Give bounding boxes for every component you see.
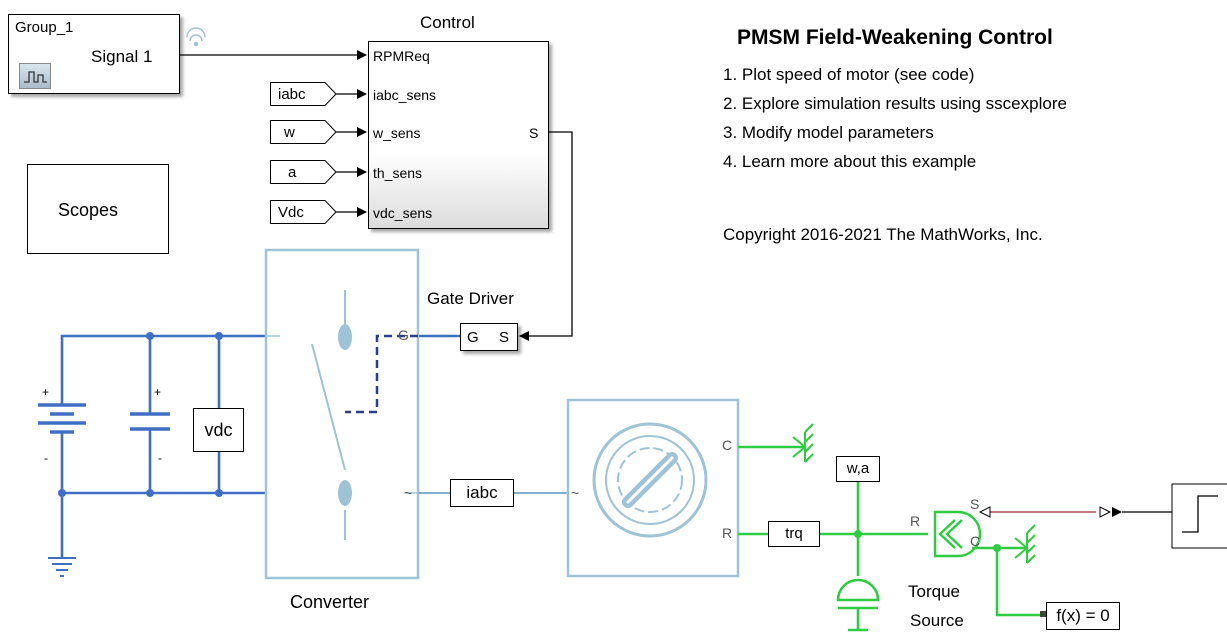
step-signal-block [1171, 483, 1227, 549]
port-s-out: S [529, 125, 539, 141]
signal-builder-block[interactable]: Group_1 Signal 1 [8, 14, 180, 94]
wa-label: w,a [846, 460, 870, 477]
link-modify-params[interactable]: 3. Modify model parameters [723, 123, 934, 142]
pmsm-motor-block [566, 398, 740, 578]
signal-label: Signal 1 [91, 47, 153, 66]
vdc-label: vdc [204, 420, 233, 440]
trq-label: trq [785, 525, 803, 542]
converter-block [264, 248, 420, 580]
torque-source-r-port: R [910, 513, 921, 529]
torque-source-c-port: C [970, 533, 981, 549]
from-tags-shapes [270, 82, 337, 224]
from-tag-vdc[interactable]: Vdc [278, 204, 304, 221]
port-w-sens: w_sens [373, 125, 421, 141]
battery-minus: - [44, 451, 48, 465]
motor-ac-port: ~ [571, 485, 580, 501]
torque-source-label-1: Torque [908, 582, 960, 601]
wireless-icon [186, 27, 206, 47]
converter-ac-port: ~ [404, 485, 413, 501]
solver-label: f(x) = 0 [1056, 606, 1110, 625]
vdc-sensor[interactable]: vdc [193, 408, 244, 452]
ground-icon [48, 557, 76, 577]
torque-source-s-port: S [970, 496, 980, 512]
converter-label: Converter [290, 592, 370, 612]
page-title: PMSM Field-Weakening Control [737, 26, 1053, 49]
cap-minus: - [158, 451, 162, 465]
link-plot-speed[interactable]: 1. Plot speed of motor (see code) [723, 65, 975, 84]
physical-signal-line [978, 506, 1172, 518]
speed-angle-sensor[interactable]: w,a [836, 456, 880, 482]
scopes-label: Scopes [58, 200, 119, 220]
port-iabc-sens: iabc_sens [373, 87, 437, 103]
cap-plus: + [154, 385, 162, 399]
inertia-icon [836, 578, 880, 632]
scopes-block[interactable]: Scopes [27, 164, 169, 254]
gate-driver-title: Gate Driver [427, 289, 514, 308]
control-title: Control [420, 13, 475, 32]
electrical-nodes [58, 332, 223, 497]
motor-r-port: R [722, 525, 733, 541]
converter-g-port: G [398, 327, 409, 343]
gate-driver-block[interactable]: G S [460, 323, 518, 351]
iabc-label: iabc [466, 483, 498, 502]
signal-builder-icon [19, 63, 51, 89]
control-subsystem[interactable]: RPMReq iabc_sens w_sens th_sens vdc_sens… [368, 41, 549, 229]
torque-sensor[interactable]: trq [768, 521, 820, 547]
link-learn-more[interactable]: 4. Learn more about this example [723, 152, 977, 171]
gate-driver-s: S [499, 329, 510, 346]
battery-icon [38, 403, 86, 434]
copyright-text: Copyright 2016-2021 The MathWorks, Inc. [723, 225, 1043, 244]
solver-configuration[interactable]: f(x) = 0 [1046, 602, 1120, 630]
mechanical-ref-icon [792, 423, 1036, 564]
motor-c-port: C [722, 437, 733, 453]
group-label: Group_1 [15, 19, 74, 36]
gate-driver-g: G [467, 329, 479, 346]
solver-port [1040, 611, 1046, 617]
link-sscexplore[interactable]: 2. Explore simulation results using ssce… [723, 94, 1067, 113]
torque-source-label-2: Source [910, 611, 964, 630]
signal-lines [180, 50, 573, 341]
port-rpmreq: RPMReq [373, 48, 430, 64]
mechanical-network [738, 445, 1044, 617]
from-tag-w[interactable]: w [284, 124, 295, 141]
battery-plus: + [42, 385, 50, 399]
from-tag-iabc[interactable]: iabc [278, 86, 306, 103]
mechanical-nodes [854, 530, 1001, 552]
port-vdc-sens: vdc_sens [373, 205, 433, 221]
port-th-sens: th_sens [373, 165, 423, 181]
capacitor-icon [130, 412, 170, 431]
iabc-sensor[interactable]: iabc [450, 479, 514, 507]
torque-source-icon [933, 510, 982, 558]
from-tag-a[interactable]: a [288, 164, 297, 181]
